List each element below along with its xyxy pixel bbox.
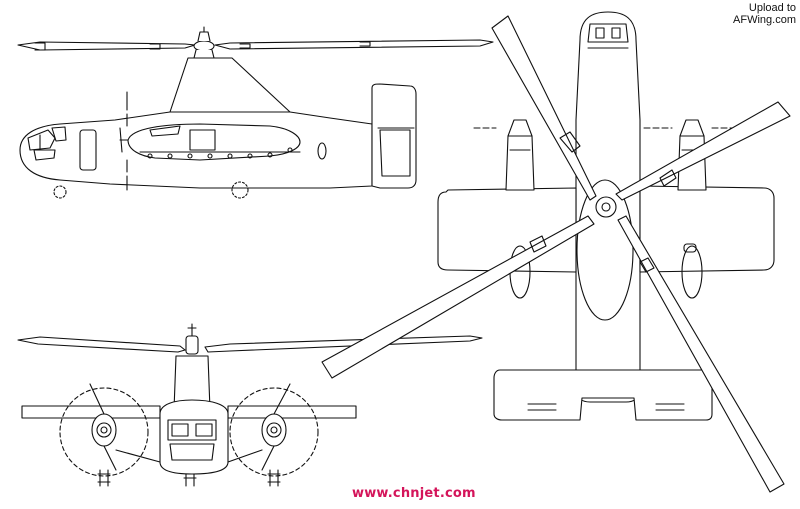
front-view [18, 324, 482, 486]
upload-line-2: AFWing.com [733, 14, 796, 26]
side-engine-nacelle [128, 124, 300, 160]
top-rotor-hub [596, 197, 616, 217]
top-tailplane [494, 370, 712, 420]
side-rotor-pylon [170, 58, 290, 112]
top-wing [438, 186, 774, 272]
top-rotor-blade-1 [492, 16, 596, 200]
front-prop-disc-right [230, 388, 318, 476]
front-rotor-blade [18, 324, 482, 354]
front-engine-left [90, 384, 116, 470]
top-rotor-blade-3 [322, 216, 594, 378]
front-engine-right [262, 384, 290, 470]
top-engine-left [506, 120, 534, 190]
upload-line-1: Upload to [748, 2, 796, 14]
front-landing-gear [98, 470, 280, 486]
upload-credit: Upload to AFWing.com [733, 2, 796, 26]
top-rotor-blade-2 [616, 102, 790, 200]
top-view [322, 12, 790, 492]
front-prop-disc-left [60, 388, 148, 476]
side-view [18, 27, 493, 198]
watermark-text[interactable]: www.chnjet.com [352, 486, 476, 501]
front-fuselage [160, 400, 228, 474]
side-rotor-blade [18, 27, 493, 58]
side-tail-fin [372, 84, 416, 188]
top-rotor-blade-4 [618, 216, 784, 492]
